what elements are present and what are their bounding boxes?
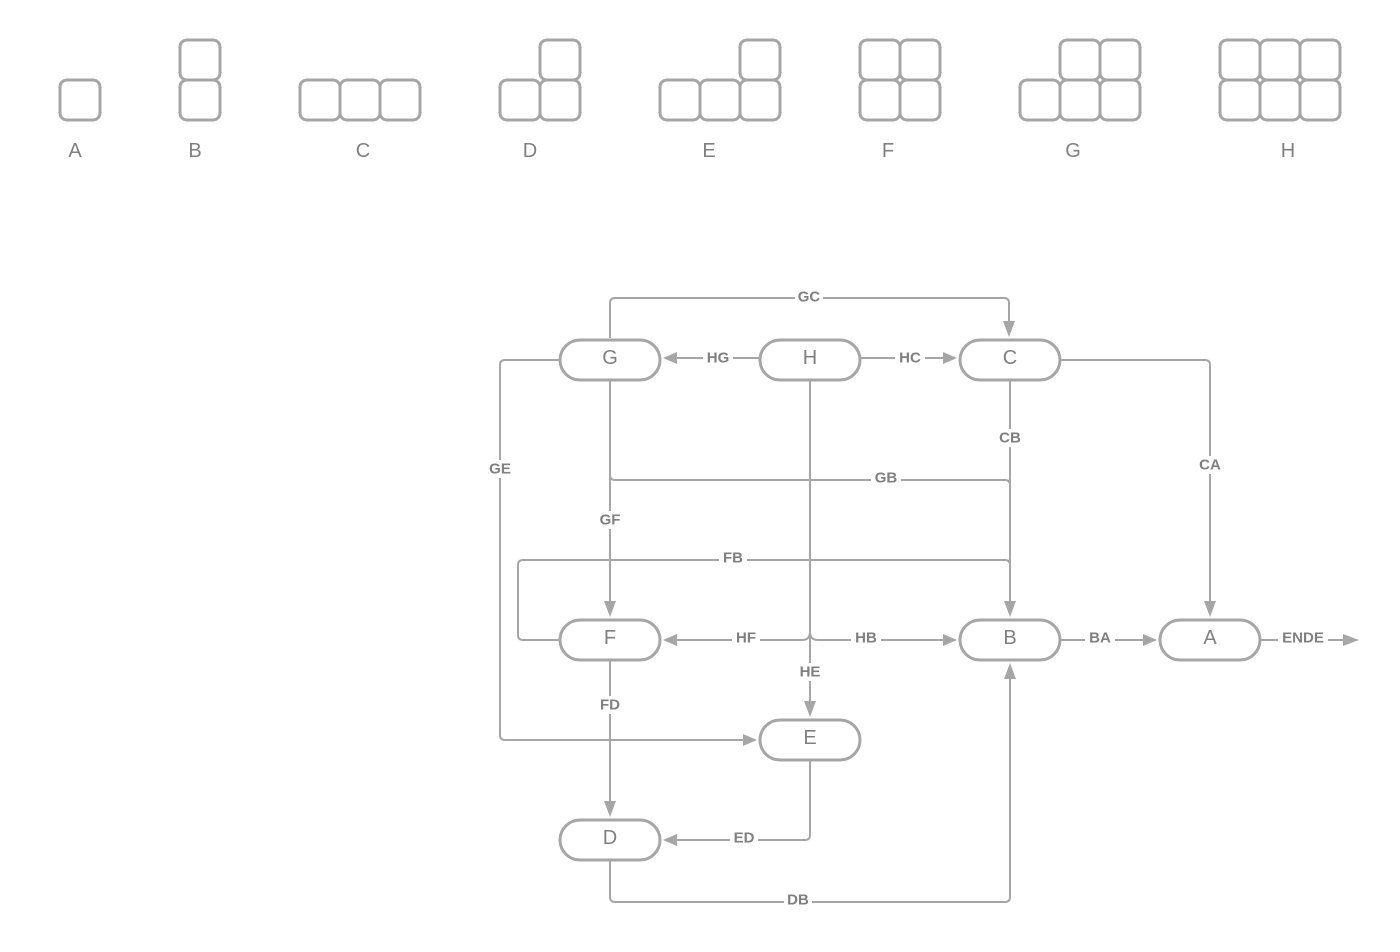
legend-cell [1298, 78, 1342, 122]
legend-cell [1098, 38, 1142, 82]
legend-shape-F: F [858, 38, 942, 162]
node-label-B: B [1003, 627, 1016, 649]
edge-label-ED: ED [734, 830, 755, 847]
legend-cell [698, 78, 742, 122]
edge-HB: HB [809, 630, 957, 649]
legend-cell [1098, 78, 1142, 122]
node-G[interactable]: G [558, 338, 662, 382]
edge-label-DB: DB [787, 892, 809, 909]
legend-cell [1218, 38, 1262, 82]
legend-cell [738, 78, 782, 122]
node-label-E: E [803, 727, 816, 749]
node-E[interactable]: E [758, 718, 862, 762]
edge-label-HB: HB [855, 630, 877, 647]
legend-shape-label: G [1065, 140, 1081, 162]
legend-shape-label: H [1281, 140, 1295, 162]
legend-shape-D: D [498, 38, 582, 162]
edge-GC: GC [609, 289, 1015, 338]
legend-cell [738, 38, 782, 82]
node-label-H: H [803, 347, 817, 369]
edge-label-CB: CB [999, 430, 1021, 447]
edge-HE: HE [795, 381, 825, 717]
node-label-G: G [602, 347, 618, 369]
legend-cell [538, 78, 582, 122]
legend-cell [498, 78, 542, 122]
legend-shape-label: E [702, 140, 715, 162]
node-label-F: F [604, 627, 616, 649]
edge-label-CA: CA [1199, 457, 1221, 474]
node-label-A: A [1203, 627, 1217, 649]
legend-shape-A: A [58, 78, 102, 162]
legend-shape-label: F [882, 140, 894, 162]
edge-FB: FB [517, 549, 1011, 641]
legend-cell [658, 78, 702, 122]
edge-GF: GF [595, 381, 625, 617]
legend-cell [858, 38, 902, 82]
edge-BA: BA [1061, 630, 1157, 649]
legend-cell [1058, 38, 1102, 82]
legend-cell [1018, 78, 1062, 122]
legend-cell [538, 38, 582, 82]
edges: GC HG HC CA CB [485, 289, 1359, 910]
edge-FD: FD [595, 661, 625, 817]
edge-label-ENDE: ENDE [1282, 630, 1324, 647]
nodes: G H C F B A E D [558, 338, 1262, 862]
edge-label-FB: FB [723, 550, 743, 567]
legend-cell [178, 78, 222, 122]
legend-shape-C: C [298, 78, 422, 162]
node-F[interactable]: F [558, 618, 662, 662]
edge-label-GF: GF [600, 512, 621, 529]
edge-label-FD: FD [600, 697, 620, 714]
edge-label-GC: GC [798, 289, 821, 306]
node-C[interactable]: C [958, 338, 1062, 382]
edge-HC: HC [861, 349, 957, 367]
legend-cell [898, 38, 942, 82]
legend-cell [1058, 78, 1102, 122]
node-H[interactable]: H [758, 338, 862, 382]
legend-cell [298, 78, 342, 122]
node-D[interactable]: D [558, 818, 662, 862]
edge-label-HC: HC [899, 350, 921, 367]
legend-cell [178, 38, 222, 82]
shape-legend: A B C D E F G H [58, 38, 1342, 162]
edge-label-HG: HG [707, 350, 730, 367]
legend-shape-G: G [1018, 38, 1142, 162]
legend-shape-label: A [68, 140, 82, 162]
legend-cell [898, 78, 942, 122]
legend-cell [1258, 38, 1302, 82]
edge-label-GB: GB [875, 470, 898, 487]
legend-cell [58, 78, 102, 122]
legend-cell [338, 78, 382, 122]
legend-cell [858, 78, 902, 122]
legend-shape-H: H [1218, 38, 1342, 162]
legend-shape-B: B [178, 38, 222, 162]
edge-CB: CB [995, 381, 1025, 617]
node-label-D: D [603, 827, 617, 849]
legend-cell [1258, 78, 1302, 122]
edge-label-GE: GE [489, 461, 511, 478]
edge-GE: GE [485, 359, 757, 746]
legend-shape-label: B [188, 140, 201, 162]
legend-shape-label: D [523, 140, 537, 162]
legend-cell [378, 78, 422, 122]
node-label-C: C [1003, 347, 1017, 369]
edge-label-HE: HE [800, 664, 821, 681]
legend-cell [1218, 78, 1262, 122]
edge-label-BA: BA [1089, 630, 1111, 647]
legend-shape-label: C [356, 140, 370, 162]
edge-HF: HF [663, 630, 811, 649]
node-A[interactable]: A [1158, 618, 1262, 662]
edge-HG: HG [663, 349, 759, 367]
legend-cell [1298, 38, 1342, 82]
edge-CA: CA [1061, 359, 1225, 617]
edge-DB: DB [609, 663, 1016, 910]
edge-ED: ED [663, 761, 811, 848]
edge-label-HF: HF [736, 630, 756, 647]
edge-ENDE: ENDE [1261, 630, 1359, 649]
legend-shape-E: E [658, 38, 782, 162]
node-B[interactable]: B [958, 618, 1062, 662]
